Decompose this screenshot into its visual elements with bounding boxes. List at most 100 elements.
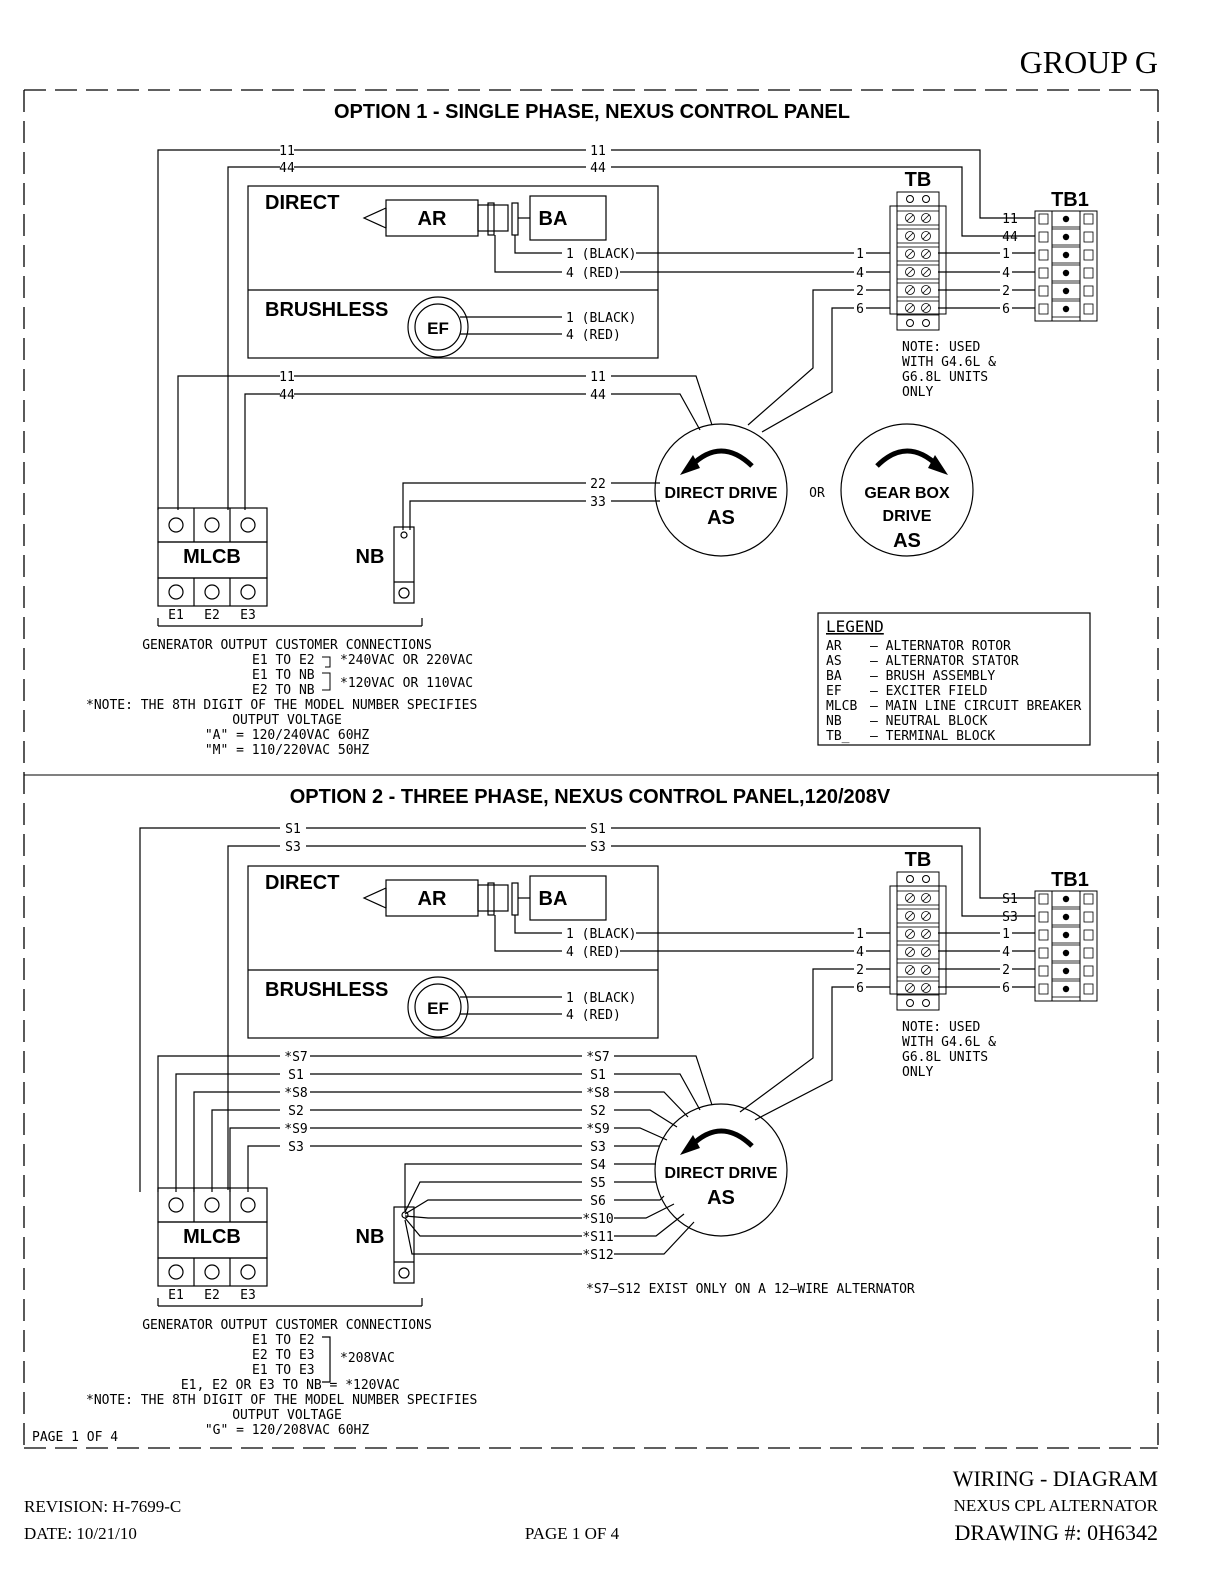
wire-label: 44 <box>590 161 606 176</box>
tb1-wire-label: 44 <box>1002 230 1018 245</box>
svg-text:S2: S2 <box>288 1104 304 1119</box>
svg-text:S6: S6 <box>590 1194 606 1209</box>
tb1-terminal <box>1051 228 1081 246</box>
screw-icon <box>905 893 915 903</box>
terminal-clip-icon <box>1038 213 1049 225</box>
tb1-wire-label: 4 <box>1002 945 1010 960</box>
tb-note: NOTE: USED WITH G4.6L & G6.8L UNITS ONLY <box>902 340 996 400</box>
screw-icon <box>905 947 915 957</box>
tb1-label: TB1 <box>1051 869 1089 891</box>
tb1-terminal <box>1051 962 1081 980</box>
terminal-clip-icon <box>1083 213 1094 225</box>
svg-text:*240VAC OR 220VAC: *240VAC OR 220VAC <box>340 653 473 668</box>
screw-icon <box>905 965 915 975</box>
tb-terminal <box>896 264 940 280</box>
screw-icon <box>905 929 915 939</box>
legend-desc: – BRUSH ASSEMBLY <box>870 669 995 684</box>
legend-title: LEGEND <box>826 617 884 636</box>
svg-text:S1: S1 <box>288 1068 304 1083</box>
svg-text:*NOTE: THE 8TH DIGIT OF THE MO: *NOTE: THE 8TH DIGIT OF THE MODEL NUMBER… <box>86 698 477 713</box>
black-wire-label: 1 (BLACK) <box>566 311 636 326</box>
tb1-terminal <box>1051 246 1081 264</box>
tb1-terminal <box>1051 944 1081 962</box>
wire-label: 11 <box>279 144 295 159</box>
ba-label: BA <box>539 888 568 910</box>
legend-abbr: AR <box>826 639 842 654</box>
footer-title: WIRING - DIAGRAM <box>953 1466 1158 1491</box>
or-label: OR <box>809 486 825 501</box>
terminal-clip-icon <box>1083 929 1094 941</box>
tb1-terminal <box>1051 980 1081 998</box>
terminal-dot-icon <box>1062 895 1070 903</box>
svg-text:*S12: *S12 <box>582 1248 613 1263</box>
svg-text:E2 TO NB: E2 TO NB <box>252 683 315 698</box>
wire-label: S3 <box>590 840 606 855</box>
legend-abbr: BA <box>826 669 842 684</box>
direct-label: DIRECT <box>265 192 339 214</box>
svg-text:*S9: *S9 <box>586 1122 609 1137</box>
terminal-clip-icon <box>1038 947 1049 959</box>
terminal-dot-icon <box>1062 251 1070 259</box>
red-wire-label: 4 (RED) <box>566 945 621 960</box>
tb-terminal <box>896 908 940 924</box>
svg-text:S3: S3 <box>288 1140 304 1155</box>
screw-icon <box>905 303 915 313</box>
terminal-label: E1 <box>168 1288 184 1303</box>
svg-text:WITH G4.6L &: WITH G4.6L & <box>902 1035 996 1050</box>
title-block: WIRING - DIAGRAM NEXUS CPL ALTERNATOR DR… <box>24 1466 1159 1545</box>
legend-desc: – ALTERNATOR ROTOR <box>870 639 1011 654</box>
screw-icon <box>921 929 931 939</box>
tb1-terminal <box>1051 300 1081 318</box>
black-wire-label: 1 (BLACK) <box>566 991 636 1006</box>
tb1-terminal <box>1051 210 1081 228</box>
tb1-terminal <box>1051 908 1081 926</box>
tb1-terminal <box>1051 890 1081 908</box>
terminal-clip-icon <box>1038 983 1049 995</box>
footer-drawing-number: DRAWING #: 0H6342 <box>954 1520 1158 1545</box>
svg-text:G6.8L UNITS: G6.8L UNITS <box>902 370 988 385</box>
screw-icon <box>921 303 931 313</box>
tb-terminal <box>896 944 940 960</box>
tb-terminal <box>896 300 940 316</box>
direct-label: DIRECT <box>265 872 339 894</box>
terminal-clip-icon <box>1038 267 1049 279</box>
svg-text:*S8: *S8 <box>586 1086 609 1101</box>
as-label: AS <box>893 530 921 552</box>
terminal-dot-icon <box>1062 215 1070 223</box>
svg-text:WITH G4.6L &: WITH G4.6L & <box>902 355 996 370</box>
screw-icon <box>905 249 915 259</box>
svg-text:S2: S2 <box>590 1104 606 1119</box>
brushless-label: BRUSHLESS <box>265 299 388 321</box>
terminal-clip-icon <box>1083 285 1094 297</box>
wire-label: 44 <box>590 388 606 403</box>
red-wire-label: 4 (RED) <box>566 266 621 281</box>
legend-desc: – NEUTRAL BLOCK <box>870 714 988 729</box>
terminal-label: E3 <box>240 1288 256 1303</box>
ef-label: EF <box>427 999 449 1018</box>
tb1-label: TB1 <box>1051 189 1089 211</box>
terminal-dot-icon <box>1062 967 1070 975</box>
tb-terminal <box>896 210 940 226</box>
svg-text:*S7: *S7 <box>586 1050 609 1065</box>
footer-subtitle: NEXUS CPL ALTERNATOR <box>954 1496 1159 1515</box>
stator-wire-labels: *S7 S1 *S8 S2 *S9 S3 *S7 S1 *S8 S2 *S9 S… <box>284 1050 613 1263</box>
svg-text:E1 TO E3: E1 TO E3 <box>252 1363 315 1378</box>
terminal-clip-icon <box>1083 947 1094 959</box>
svg-text:GENERATOR OUTPUT CUSTOMER CONN: GENERATOR OUTPUT CUSTOMER CONNECTIONS <box>142 638 432 653</box>
terminal-label: E3 <box>240 608 256 623</box>
screw-icon <box>921 983 931 993</box>
tb1-wire-label: S3 <box>1002 910 1018 925</box>
tb-wire-label: 4 <box>856 945 864 960</box>
screw-icon <box>905 911 915 921</box>
option-2-diagram: OPTION 2 - THREE PHASE, NEXUS CONTROL PA… <box>86 786 1098 1438</box>
screw-icon <box>921 213 931 223</box>
legend-abbr: MLCB <box>826 699 857 714</box>
customer-connections: GENERATOR OUTPUT CUSTOMER CONNECTIONS E1… <box>86 1318 477 1438</box>
drive-label: DRIVE <box>883 508 932 525</box>
terminal-dot-icon <box>1062 269 1070 277</box>
footer-revision: REVISION: H-7699-C <box>24 1497 181 1516</box>
svg-text:G6.8L UNITS: G6.8L UNITS <box>902 1050 988 1065</box>
terminal-clip-icon <box>1038 285 1049 297</box>
svg-text:*NOTE: THE 8TH DIGIT OF THE MO: *NOTE: THE 8TH DIGIT OF THE MODEL NUMBER… <box>86 1393 477 1408</box>
red-wire-label: 4 (RED) <box>566 328 621 343</box>
